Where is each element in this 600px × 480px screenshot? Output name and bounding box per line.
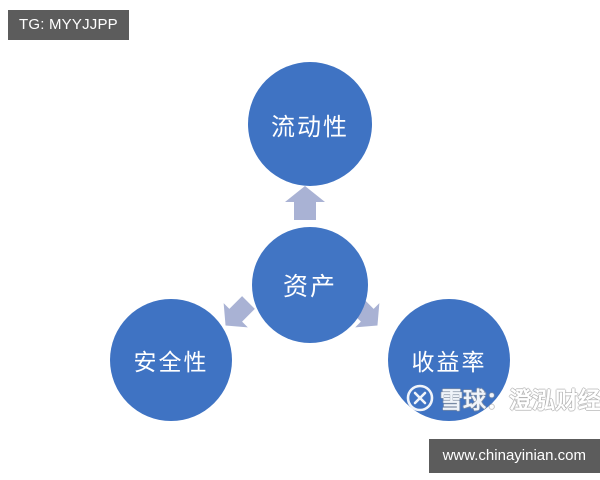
node-safety-label: 安全性	[133, 350, 209, 376]
node-asset-label: 资产	[282, 272, 337, 301]
tag-badge: TG: MYYJJPP	[8, 10, 129, 40]
arrow-up-icon	[285, 186, 325, 220]
node-safety: 安全性	[110, 299, 232, 421]
node-yield: 收益率	[388, 299, 510, 421]
node-yield-label: 收益率	[411, 350, 487, 376]
node-liquidity: 流动性	[248, 62, 372, 186]
arrow-down-left-icon	[219, 296, 255, 332]
node-liquidity-label: 流动性	[271, 112, 349, 141]
url-bar: www.chinayinian.com	[428, 439, 600, 473]
node-asset: 资产	[252, 227, 368, 343]
